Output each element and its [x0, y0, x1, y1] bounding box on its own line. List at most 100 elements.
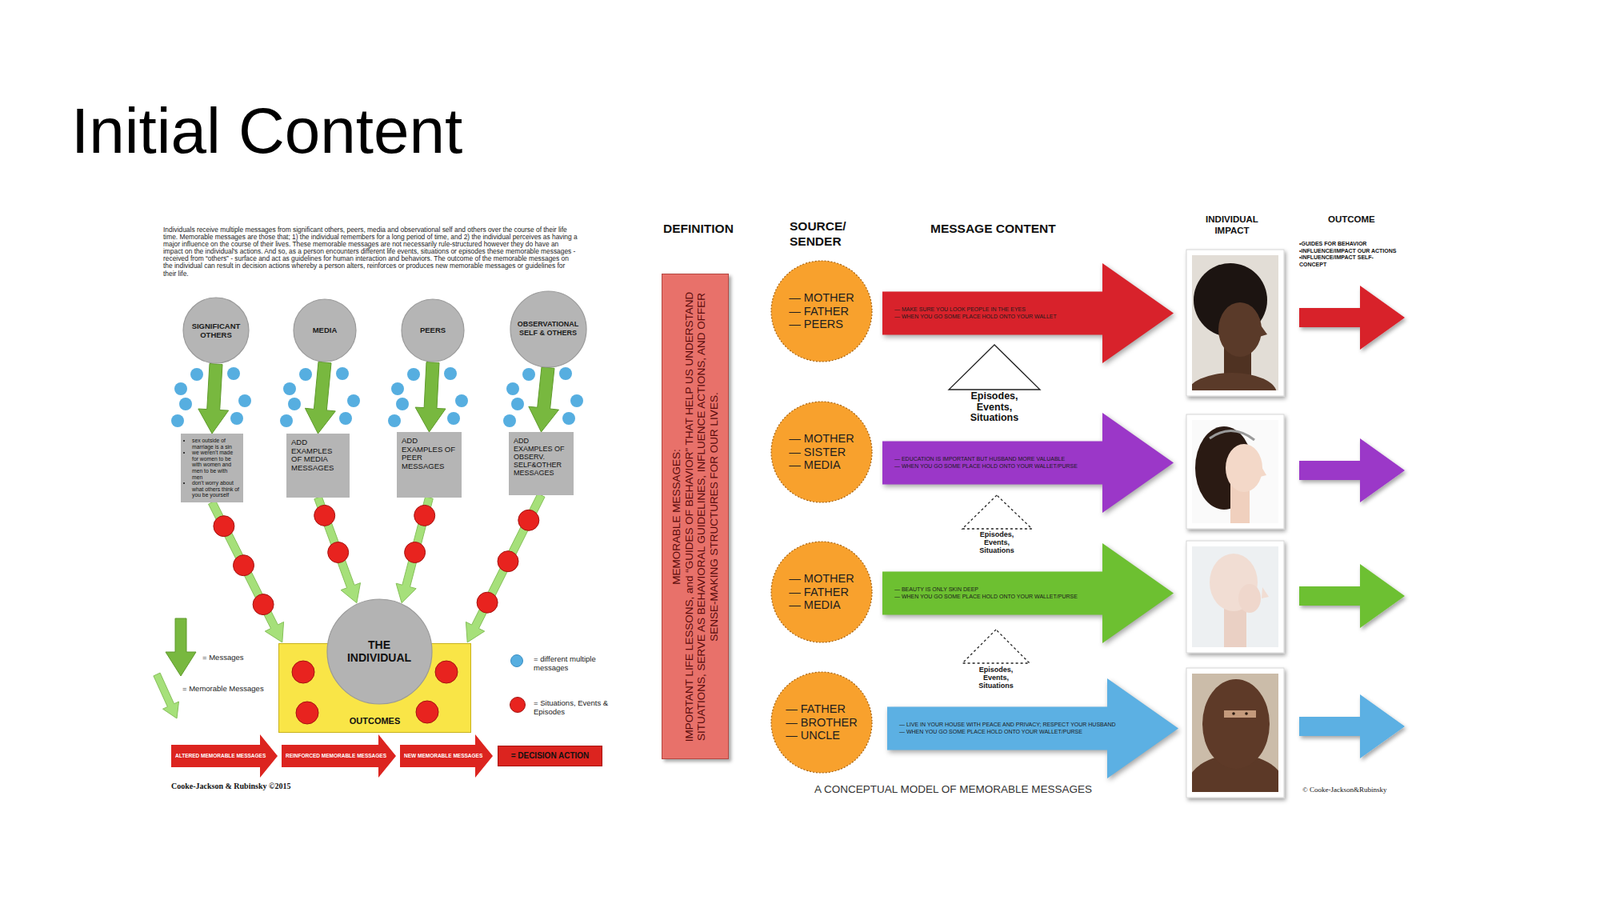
legend-text: = Situations, Events & Episodes — [533, 698, 617, 716]
episode-triangle — [962, 629, 1030, 664]
node-text: — MEDIA — [788, 598, 854, 612]
message-dot — [299, 368, 312, 381]
memorable-message-arrow — [314, 496, 361, 603]
sender-circle: — FATHER— BROTHER— UNCLE — [770, 671, 873, 774]
message-dot — [174, 382, 188, 396]
veil — [1202, 679, 1270, 769]
node-text-group: ADD EXAMPLES OF OBSERV. SELF&OTHER MESSA… — [513, 436, 569, 477]
message-dot — [388, 414, 401, 428]
photo-image — [1192, 546, 1279, 648]
message-dot — [336, 367, 349, 380]
message-dot — [347, 394, 360, 408]
node-text-group: — MOTHER— FATHER— PEERS — [788, 291, 854, 332]
result-arrow: NEW MEMORABLE MESSAGES — [400, 734, 493, 778]
circle-outline — [401, 299, 464, 362]
node-text-group: — MOTHER— SISTER— MEDIA — [788, 432, 854, 472]
message-dot — [522, 368, 536, 381]
column-header: SOURCE/ SENDER — [789, 218, 864, 249]
node-text-group: SIGNIFICANT OTHERS — [187, 321, 245, 340]
portrait-photo — [1186, 249, 1284, 415]
node-text-group: — EDUCATION IS IMPORTANT BUT HUSBAND MOR… — [894, 455, 1078, 470]
event-dot — [497, 551, 519, 572]
sender-circle: — MOTHER— SISTER— MEDIA — [770, 400, 873, 504]
event-dot — [252, 594, 274, 616]
photo-image — [1192, 255, 1279, 391]
outcome-item: •INFLUENCE/IMPACT SELF-CONCEPT — [1299, 254, 1399, 268]
node-text-group: — LIVE IN YOUR HOUSE WITH PEACE AND PRIV… — [899, 720, 1116, 736]
event-dot — [518, 509, 540, 531]
message-dot — [230, 412, 244, 425]
decision-box: = DECISION ACTION — [497, 745, 603, 767]
legend-swatch — [510, 654, 524, 668]
message-dot — [562, 412, 576, 425]
circle-outline — [771, 401, 872, 503]
message-dot — [407, 368, 420, 381]
message-arrow: — LIVE IN YOUR HOUSE WITH PEACE AND PRIV… — [887, 678, 1179, 779]
message-arrow: — MAKE SURE YOU LOOK PEOPLE IN THE EYES—… — [882, 263, 1174, 364]
copyright-note: Cooke-Jackson & Rubinsky ©2015 — [171, 781, 291, 792]
node-text: — FATHER — [788, 585, 854, 600]
legend-text: = Memorable Messages — [182, 684, 287, 693]
legend-text: = different multiple messages — [533, 654, 617, 672]
node-text: IMPORTANT LIFE LESSONS, and “GUIDES OF B… — [682, 280, 720, 753]
intro-paragraph: Individuals receive multiple messages fr… — [163, 226, 578, 278]
node-text-group: ADD EXAMPLES OF MEDIA MESSAGES — [291, 438, 345, 472]
message-box: ADD EXAMPLES OF OBSERV. SELF&OTHER MESSA… — [508, 432, 574, 496]
node-text-group: ALTERED MEMORABLE MESSAGES — [175, 752, 266, 760]
message-dot — [283, 382, 296, 396]
node-text-group: THE INDIVIDUAL — [335, 638, 424, 665]
message-box: ADD EXAMPLES OF MEDIA MESSAGES — [286, 433, 350, 498]
photo-image — [1192, 673, 1279, 792]
episode-triangles — [948, 344, 1040, 664]
node-text: THE INDIVIDUAL — [335, 638, 424, 665]
arrow-outline — [400, 734, 493, 778]
sender-circle: — MOTHER— FATHER— PEERS — [770, 260, 873, 363]
portrait-photo — [1186, 668, 1286, 822]
node-text: we weren't made for women to be with wom… — [192, 449, 240, 480]
column-header: MESSAGE CONTENT — [930, 221, 1056, 237]
message-dot — [511, 397, 524, 411]
photo-ground — [1192, 255, 1279, 391]
result-arrow: ALTERED MEMORABLE MESSAGES — [171, 734, 278, 778]
message-dot — [280, 414, 293, 428]
message-dot — [570, 394, 584, 408]
memorable-message-arrow — [208, 500, 284, 643]
node-shape — [887, 678, 1179, 779]
message-dot — [288, 397, 301, 411]
message-dot — [238, 394, 252, 408]
node-text-group: OUTCOMES — [284, 716, 465, 727]
message-dot — [190, 368, 204, 381]
node-text: — SISTER — [788, 445, 854, 460]
node-text: ADD EXAMPLES OF MEDIA MESSAGES — [291, 438, 345, 472]
legend-text: = Messages — [202, 652, 275, 662]
message-arrow: — BEAUTY IS ONLY SKIN DEEP— WHEN YOU GO … — [882, 543, 1174, 644]
arrow-outline — [887, 678, 1179, 779]
message-arrow — [198, 364, 229, 435]
circle-outline — [771, 260, 872, 362]
node-text: don't worry about what others think of y… — [192, 480, 240, 499]
node-text: — WHEN YOU GO SOME PLACE HOLD ONTO YOUR … — [899, 728, 1116, 736]
node-text: sex outside of marriage is a sin — [192, 437, 240, 450]
message-dot — [339, 412, 352, 425]
source-circle: PEERS — [400, 298, 465, 363]
nose — [1259, 323, 1268, 337]
message-box: sex outside of marriage is a sinwe weren… — [180, 433, 244, 503]
face — [1225, 444, 1263, 492]
node-shape — [882, 412, 1174, 513]
slide-title: Initial Content — [71, 99, 463, 164]
node-text: ADD EXAMPLES OF PEER MESSAGES — [401, 436, 457, 471]
outcome-arrow — [1299, 564, 1405, 628]
tiara — [1209, 430, 1255, 440]
face — [1218, 302, 1262, 357]
individual-circle: THE INDIVIDUAL — [326, 598, 433, 705]
node-text-group: — MAKE SURE YOU LOOK PEOPLE IN THE EYES—… — [894, 305, 1057, 320]
node-text: — WHEN YOU GO SOME PLACE HOLD ONTO YOUR … — [894, 312, 1057, 320]
legend-arrow — [165, 618, 196, 676]
outcome-arrow — [1299, 438, 1405, 503]
message-arrow — [528, 367, 560, 432]
node-text: OUTCOMES — [284, 716, 465, 727]
definition-band: MEMORABLE MESSAGES:IMPORTANT LIFE LESSON… — [661, 273, 729, 760]
nose — [1261, 587, 1269, 599]
outcome-arrow — [1299, 694, 1405, 759]
